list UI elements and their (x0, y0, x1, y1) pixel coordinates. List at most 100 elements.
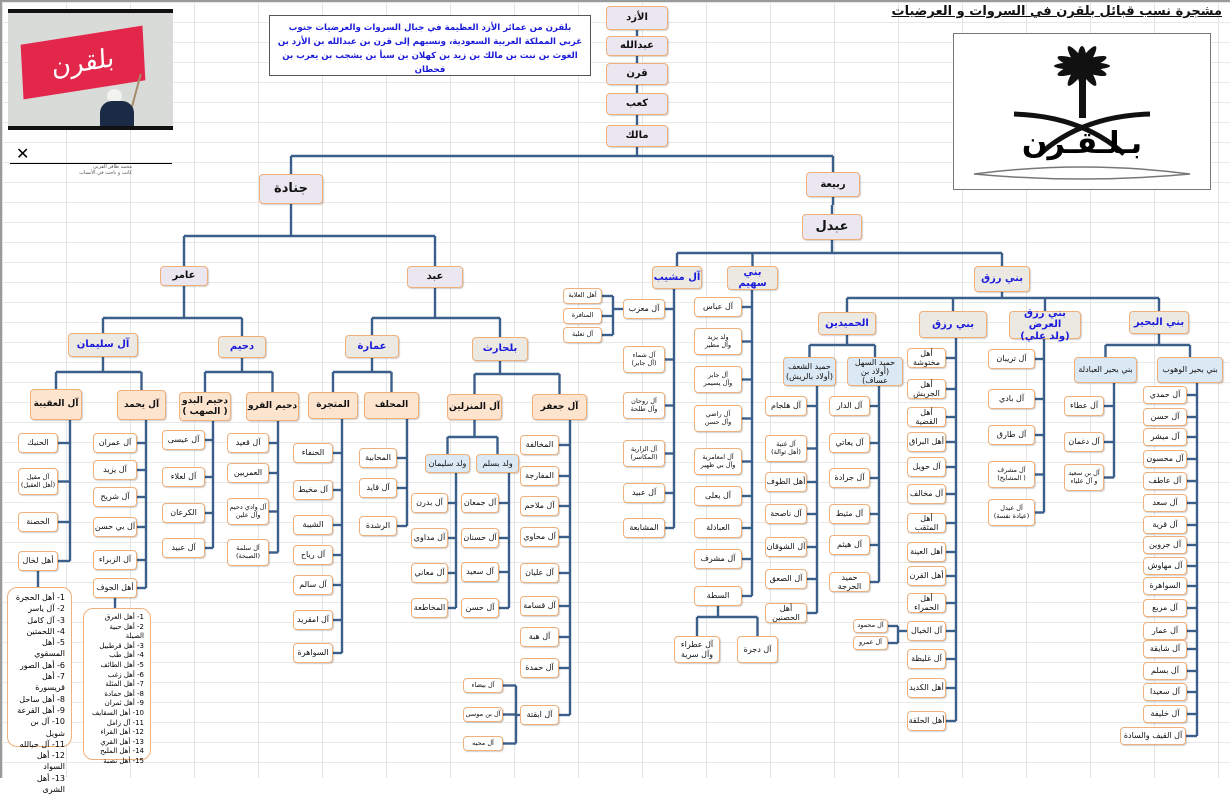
man-head (107, 89, 122, 103)
list-item: السواهرة (1143, 577, 1187, 595)
list-item: آل سعد (1143, 494, 1187, 512)
list-item: آل بسلم (1143, 662, 1187, 680)
list-item: آل غتية (أهل ثوالة) (765, 435, 807, 462)
list-item: آل بي حسن (93, 517, 137, 537)
numbered-list-item: 8- أهل حمادة (104, 689, 144, 698)
list-item: آل جرادة (829, 468, 870, 488)
list-item: المحابية (359, 448, 397, 468)
list-item: آل امقريد (293, 610, 333, 630)
list-item: آل راضي وآل حسن (694, 405, 742, 432)
list-item: آل هيثم (829, 535, 870, 555)
numbered-list-item: 14- أهل الملبح (100, 747, 144, 756)
list-item: آل الصعق (765, 569, 807, 589)
list-item: آل قرية (1143, 516, 1187, 534)
node-bani-suhaim: بني سهيم (727, 266, 778, 290)
list-item: آل ملاحم (520, 496, 559, 516)
list-item: آل عمار (1143, 622, 1187, 640)
list-item: العمريين (227, 463, 269, 483)
node-qarn: قرن (606, 63, 668, 85)
list-item: آل غليظة (907, 649, 946, 669)
list-item: آل مخالف (907, 484, 946, 504)
banner-photo: بلقرن (8, 9, 173, 130)
list-item: آل جروين (1143, 536, 1187, 554)
list-item: آل رياح (293, 545, 333, 565)
list-item: أهل العينة (907, 542, 946, 562)
sub-item: آل ثعلبة (563, 327, 602, 343)
list-item: آل عيدل (عيادة نفسة) (988, 499, 1035, 526)
list-item: آل سلمة (الصبحة) (227, 539, 269, 566)
list-item: آل روحان وآل طلحة (623, 392, 665, 419)
list-item: أهل الجريش (907, 379, 946, 399)
list-item: آل معزب (623, 299, 665, 319)
numbered-list-item: 1- أهل العرق (104, 613, 144, 621)
node-malik: مالك (606, 125, 668, 147)
node-balharith: بلحارث (472, 337, 528, 361)
numbered-list-item: 1- أهل الحجرة (15, 593, 65, 602)
signature-mark: ✕ (16, 144, 30, 163)
numbered-list-item: 6- أهل زغب (107, 670, 144, 679)
list-item: آل شريح (93, 487, 137, 507)
node-imara: عمارة (345, 335, 399, 358)
node-buhair: بني البحير (1129, 311, 1189, 334)
list-item: آل مهاوش (1143, 557, 1187, 575)
node-azd: الأزد (606, 6, 668, 30)
list-item: آل مشرف (694, 549, 742, 569)
logo-text: بـلـقـرن (1021, 126, 1143, 161)
list-item: آل امعامرية وآل بي ظهير (694, 448, 742, 475)
node-yahmad: آل يحمد (117, 390, 166, 420)
node-walad-sulaiman: ولد سليمان (425, 454, 470, 473)
node-humaid-sahl: حميد السهل (أولاد بن عساف) (847, 357, 903, 386)
list-item: آل جابر وآل يسيمر (694, 366, 742, 393)
numbered-list-item: 3- أهل قرطبيل (99, 641, 144, 650)
list-item: آل لعلاء (162, 467, 205, 487)
logo-box: بـلـقـرن (953, 33, 1211, 190)
node-bani-rizq: بني رزق (974, 266, 1030, 292)
list-item: أهل الحمراء (907, 593, 946, 613)
numbered-list-item: 2- أهل حبية الصيلة (109, 622, 144, 641)
man-figure (100, 101, 134, 126)
list-item: آل مربع (1143, 599, 1187, 617)
list-item: آل هبة (520, 627, 559, 647)
list-item: آل عليان (520, 563, 559, 583)
list-item: المخالفة (520, 435, 559, 455)
list-item: آل عيسى (162, 430, 205, 450)
numbered-list-item: 10- أهل السقايف (91, 708, 144, 717)
list-item: آل القيف والسادة (1120, 727, 1186, 745)
numbered-list-item: 8- أهل ساحل (19, 694, 65, 704)
list-item: آل شماء (آل جابر) (623, 346, 665, 373)
sub-item: آل عمرو (853, 636, 888, 650)
signature-role: كاتب و باحث في الأنساب (79, 170, 132, 176)
list-item: آل الزبراء (93, 550, 137, 570)
node-rabia: ربيعة (806, 172, 860, 197)
list-item: آل جمعان (461, 493, 499, 513)
list-item: آل عبيد (162, 538, 205, 558)
list-item: آل وادي دحيم وآل علين (227, 498, 269, 525)
numbered-list-item: 3- آل كامل (27, 615, 65, 625)
list-item: آل طارق (988, 425, 1035, 445)
list-item: آل سالم (293, 575, 333, 595)
list-item: آل سعيدا (1143, 683, 1187, 701)
node-humaidin: الحميدين (818, 312, 876, 335)
list-item: آل عباس (694, 297, 742, 317)
numbered-list-item: 5- أهل المسقوي (34, 638, 65, 659)
sub-item: آل محيه (463, 736, 503, 751)
numbered-list-item: 11- آل حبالله (19, 739, 65, 749)
list-item: الرشدة (359, 516, 397, 536)
list-item: أهل المثقب (907, 513, 946, 533)
list-item: آل حسن (461, 598, 499, 618)
list-item: الكرعان (162, 503, 205, 523)
list-item: حميد الحرجة (829, 572, 870, 592)
list-item: العبادلة (694, 518, 742, 538)
list-item: آل هلجام (765, 396, 807, 416)
numbered-list-item: 15- أهل نصبة (103, 756, 144, 765)
sub-item: المنافرة (563, 308, 602, 324)
numbered-list-item: 13- أهل الشرى (36, 773, 65, 795)
list-item: آل مثيط (829, 504, 870, 524)
node-abdal: عبدل (802, 214, 862, 240)
numbered-list-item: 12- أهل القراء (100, 728, 144, 737)
node-al-mushaib: آل مشيب (652, 266, 702, 289)
numbered-list-item: 9- أهل ثمران (104, 699, 144, 708)
